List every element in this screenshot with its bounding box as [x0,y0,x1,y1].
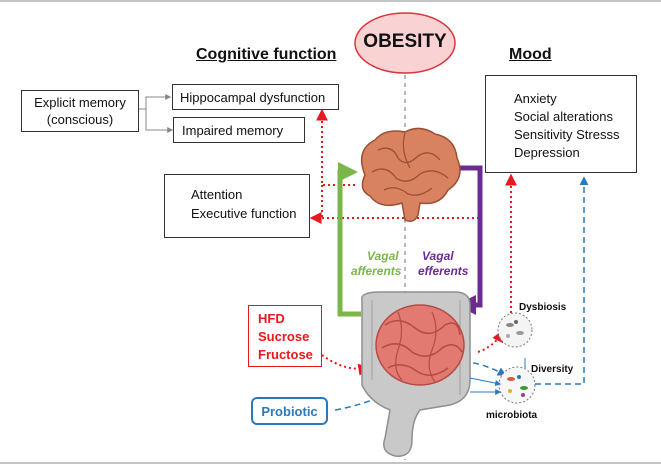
diversity-label: Diversity [531,364,574,375]
obesity-title: OBESITY [363,31,447,52]
mood-item-depression: Depression [514,145,580,160]
microbiota-bacteria-icon [498,366,536,404]
explicit-to-impaired-arrow [145,109,174,133]
diet-to-gut-arrow [321,354,371,376]
vagal-efferents-label: Vagal efferents [418,249,468,279]
diet-box: HFD Sucrose Fructose [248,305,322,367]
gut-to-microbiota-arrow [469,377,502,387]
hippocampal-label: Hippocampal dysfunction [180,90,326,105]
explicit-memory-line2: (conscious) [46,112,114,127]
microbiota-label: microbiota [486,410,538,421]
mood-box: Anxiety Social alterations Sensitivity S… [485,75,637,173]
brain-illustration [360,127,461,222]
vagal-afferents-line2: afferents [351,264,402,278]
vagal-afferents-arrow [337,162,361,317]
cognitive-heading: Cognitive function [196,46,337,63]
mood-heading: Mood [509,46,552,63]
microbiota-to-mood-arrow [535,176,589,385]
gut-to-dysbiosis-arrow [477,329,504,353]
probiotic-label: Probiotic [261,404,318,419]
attention-label: Attention [191,187,243,202]
brain-to-hippocampal-arrow [316,108,355,186]
attention-box: Attention Executive function [164,174,310,238]
mood-item-stress: Sensitivity Stresss [514,127,620,142]
vagal-efferents-arrow [455,165,483,315]
diet-hfd: HFD [258,311,285,326]
executive-label: Executive function [191,206,297,221]
small-intestine-illustration [375,304,465,386]
mood-item-anxiety: Anxiety [514,91,557,106]
vagal-afferents-label: Vagal afferents [351,249,401,279]
explicit-memory-box: Explicit memory (conscious) [21,90,139,132]
vagal-efferents-line2: efferents [418,264,469,278]
diet-sucrose: Sucrose [258,329,310,344]
impaired-memory-label: Impaired memory [182,123,284,138]
hippocampal-box: Hippocampal dysfunction [172,84,339,110]
explicit-to-hippocampal-arrow [139,94,172,110]
obesity-ellipse [354,12,456,74]
vagal-efferents-line1: Vagal [422,249,454,263]
impaired-memory-box: Impaired memory [173,117,305,143]
dysbiosis-bacteria-icon [497,312,533,348]
diet-fructose: Fructose [258,347,313,362]
brain-to-executive-arrow [309,185,323,224]
mood-item-social: Social alterations [514,109,613,124]
explicit-memory-line1: Explicit memory [34,95,126,110]
vagal-afferents-line1: Vagal [367,249,399,263]
probiotic-box: Probiotic [251,397,328,425]
dysbiosis-label: Dysbiosis [519,302,567,313]
